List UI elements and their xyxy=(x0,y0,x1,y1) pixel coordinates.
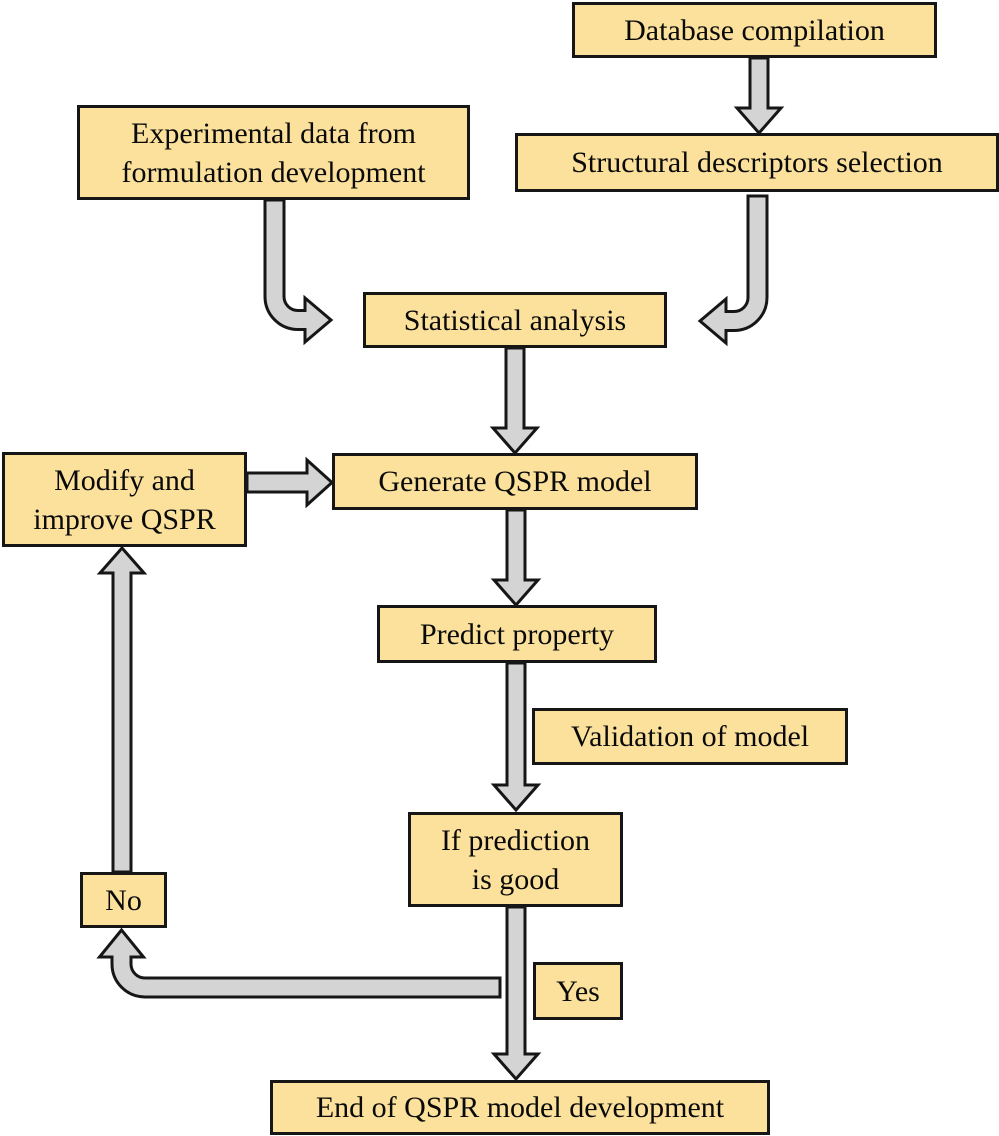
node-if-prediction-is-good: If prediction is good xyxy=(408,812,623,907)
node-structural-descriptors: Structural descriptors selection xyxy=(515,133,999,192)
node-yes: Yes xyxy=(533,962,623,1020)
arrow-statistical-to-generate xyxy=(489,346,541,456)
node-validation-of-model: Validation of model xyxy=(532,708,848,765)
arrow-predict-to-ifprediction xyxy=(490,661,542,813)
node-experimental-data: Experimental data from formulation devel… xyxy=(77,105,470,200)
node-modify-improve-qspr: Modify and improve QSPR xyxy=(2,452,247,547)
arrow-database-to-structural xyxy=(733,56,785,136)
arrow-structural-to-statistical xyxy=(697,194,769,347)
arrow-experimental-to-statistical xyxy=(263,198,334,346)
node-no: No xyxy=(80,872,167,928)
arrow-generate-to-predict xyxy=(490,508,542,608)
node-predict-property: Predict property xyxy=(377,605,657,663)
node-database-compilation: Database compilation xyxy=(572,2,937,58)
arrow-no-branch xyxy=(96,927,502,999)
arrow-ifprediction-to-end xyxy=(490,905,542,1082)
node-end-of-qspr-model-development: End of QSPR model development xyxy=(270,1080,770,1135)
arrow-modify-to-generate xyxy=(245,456,335,509)
node-statistical-analysis: Statistical analysis xyxy=(363,292,667,348)
node-generate-qspr-model: Generate QSPR model xyxy=(332,453,698,510)
arrow-no-to-modify xyxy=(96,545,148,874)
